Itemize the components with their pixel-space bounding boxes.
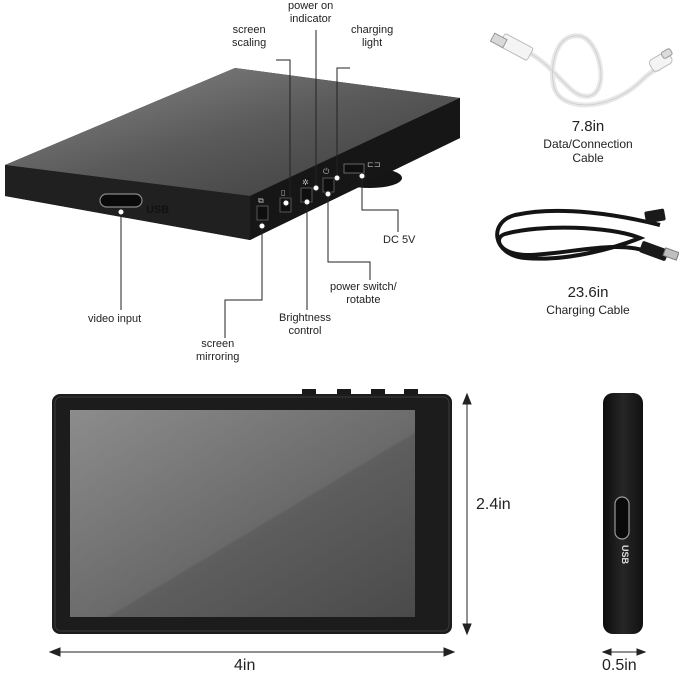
dimension-arrows — [48, 392, 647, 657]
data-cable-illustration — [489, 32, 673, 108]
data-cable-name: Data/Connection Cable — [543, 137, 633, 165]
label-power-switch: power switch/ rotabte — [330, 281, 397, 306]
label-brightness-control: Brightness control — [279, 312, 331, 337]
svg-text:⧉: ⧉ — [258, 196, 264, 205]
label-charging-light: charging light — [351, 24, 394, 49]
dimension-height: 2.4in — [476, 496, 511, 513]
charging-cable-name: Charging Cable — [546, 303, 630, 317]
usb-c-port — [99, 193, 143, 208]
svg-text:⏻: ⏻ — [323, 167, 330, 176]
svg-text:▯: ▯ — [281, 188, 285, 197]
label-dc-5v: DC 5V — [383, 234, 416, 246]
label-power-on-indicator: power on indicator — [288, 0, 334, 25]
data-cable-length: 7.8in — [571, 118, 605, 135]
side-usb-text: USB — [620, 545, 630, 565]
charging-cable-length: 23.6in — [567, 284, 609, 301]
charging-cable-illustration — [495, 208, 679, 261]
label-screen-mirroring: screen mirroring — [196, 338, 240, 363]
label-video-input: video input — [88, 313, 142, 325]
dimension-width: 4in — [234, 657, 256, 674]
svg-text:✲: ✲ — [302, 178, 309, 187]
callout-lines — [117, 30, 399, 338]
device-perspective-view: ⧉ ▯ ✲ ⏻ ⊏⊐ — [5, 68, 460, 240]
dimension-depth: 0.5in — [602, 657, 637, 674]
usb-port-text: USB — [146, 204, 170, 216]
device-front-view — [52, 389, 452, 634]
label-screen-scaling: screen scaling — [232, 24, 267, 49]
device-side-view — [603, 393, 643, 634]
svg-text:⊏⊐: ⊏⊐ — [367, 160, 380, 169]
